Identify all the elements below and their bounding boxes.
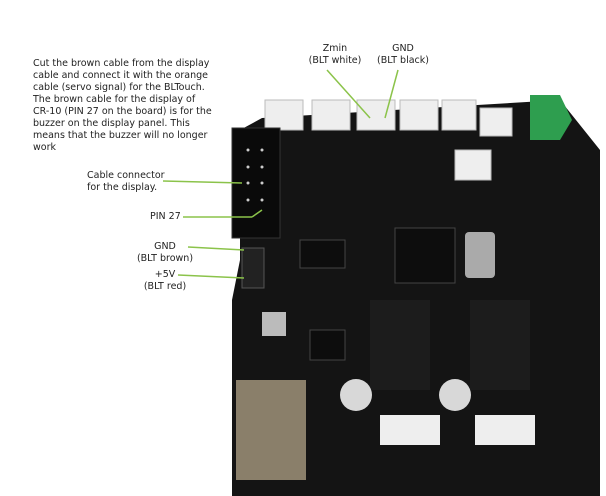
- plus5v-label: +5V(BLT red): [130, 269, 200, 293]
- gnd-top-label: GND(BLT black): [368, 43, 438, 67]
- capacitor: [439, 379, 471, 411]
- crystal: [465, 232, 495, 278]
- pin-header: [241, 247, 265, 289]
- plus5v-sub: (BLT red): [143, 281, 187, 292]
- chip: [299, 239, 346, 269]
- leader-lines: [162, 69, 399, 279]
- usb-port: [262, 312, 286, 336]
- chip: [309, 329, 346, 361]
- cable-connector-l1: Cable connector: [87, 170, 165, 181]
- heatsink: [470, 300, 530, 390]
- mcu-chip: [394, 227, 456, 284]
- power-terminal: [530, 95, 572, 140]
- cable-connector-l2: for the display.: [87, 182, 158, 193]
- pin27-label: PIN 27: [150, 211, 181, 222]
- pcb-board: [232, 100, 600, 496]
- capacitor: [340, 379, 372, 411]
- bottom-connector: [475, 415, 535, 445]
- heatsink: [370, 300, 430, 390]
- gnd-top-title: GND: [392, 43, 414, 54]
- connector-pins: [246, 148, 264, 202]
- plus5v-title: +5V: [154, 269, 176, 280]
- gnd-top-sub: (BLT black): [377, 55, 429, 66]
- zmin-title: Zmin: [322, 43, 348, 54]
- bottom-connector: [380, 415, 440, 445]
- zmin-sub: (BLT white): [308, 55, 362, 66]
- sd-card-slot: [236, 380, 306, 480]
- gnd-left-title: GND: [154, 241, 176, 252]
- zmin-label: Zmin(BLT white): [300, 43, 370, 67]
- display-connector: [231, 127, 281, 239]
- gnd-left-sub: (BLT brown): [136, 253, 194, 264]
- main-note: Cut the brown cable from the display cab…: [33, 58, 212, 153]
- gnd-left-label: GND(BLT brown): [130, 241, 200, 265]
